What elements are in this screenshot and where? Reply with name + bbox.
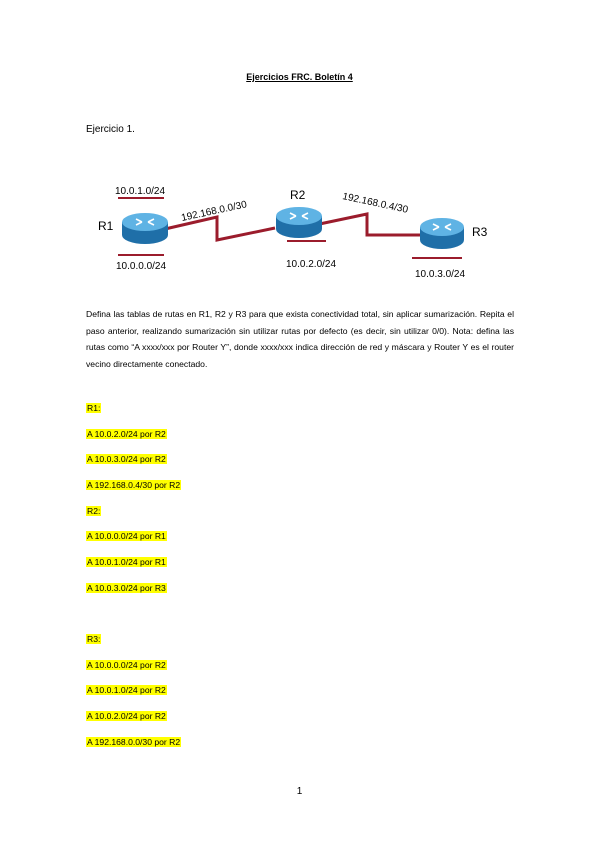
exercise-statement: Defina las tablas de rutas en R1, R2 y R… [86, 309, 514, 369]
answer-heading-r2: R2: [86, 506, 102, 516]
router-r2-icon [276, 207, 322, 238]
answer-route: A 10.0.2.0/24 por R2 [86, 429, 167, 439]
router-r1-icon [122, 213, 168, 244]
link-r1-r2 [164, 215, 276, 242]
router-label-r1: R1 [98, 219, 114, 233]
network-label-r1-bottom: 10.0.0.0/24 [116, 261, 166, 272]
network-diagram: R1 R2 R3 10.0.1.0/24 10.0.0.0/24 192.168… [98, 186, 488, 280]
answer-route: A 10.0.1.0/24 por R1 [86, 557, 167, 567]
answer-route: A 192.168.0.0/30 por R2 [86, 737, 182, 747]
network-label-r2-bottom: 10.0.2.0/24 [286, 259, 336, 270]
answer-route: A 10.0.2.0/24 por R2 [86, 711, 167, 721]
answer-route: A 10.0.3.0/24 por R3 [86, 583, 167, 593]
router-label-r2: R2 [290, 188, 306, 202]
answer-route: A 10.0.3.0/24 por R2 [86, 454, 167, 464]
answer-heading-r1: R1: [86, 403, 102, 413]
answer-heading-r3: R3: [86, 634, 102, 644]
network-label-r3-bottom: 10.0.3.0/24 [415, 269, 465, 280]
router-label-r3: R3 [472, 225, 488, 239]
router-r3-icon [420, 218, 464, 249]
exercise-heading: Ejercicio 1. [86, 124, 135, 135]
answer-route: A 10.0.0.0/24 por R1 [86, 531, 167, 541]
answer-route: A 10.0.1.0/24 por R2 [86, 685, 167, 695]
answer-route: A 10.0.0.0/24 por R2 [86, 660, 167, 670]
page-number: 1 [296, 786, 303, 797]
answer-route: A 192.168.0.4/30 por R2 [86, 480, 182, 490]
network-label-link-r2-r3: 192.168.0.4/30 [341, 191, 409, 216]
network-label-link-r1-r2: 192.168.0.0/30 [180, 199, 248, 224]
link-r2-r3 [309, 212, 420, 237]
network-label-r1-top: 10.0.1.0/24 [115, 186, 165, 197]
document-title: Ejercicios FRC. Boletín 4 [246, 72, 353, 82]
